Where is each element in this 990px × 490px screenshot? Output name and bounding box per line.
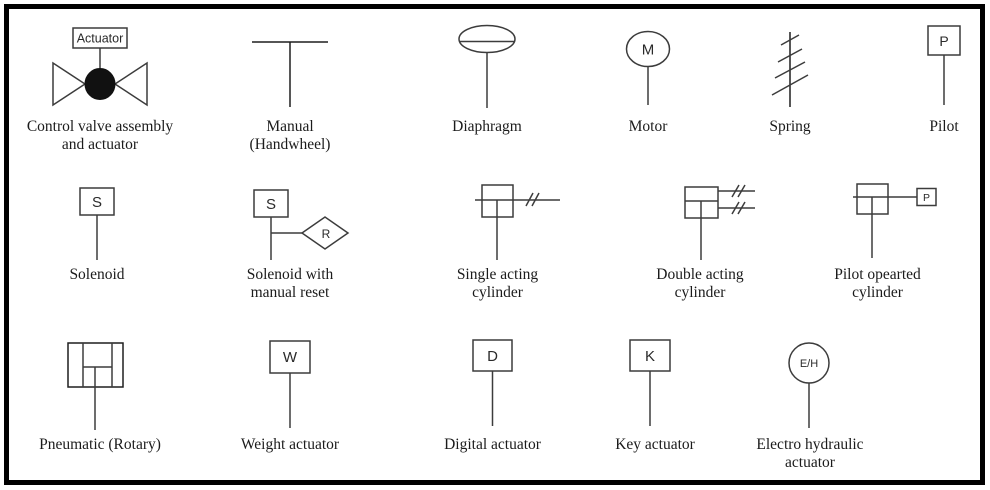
legend-item-weight-actuator: W Weight actuator xyxy=(215,338,365,454)
solenoid-letter: S xyxy=(266,196,276,213)
pilot-box-letter: P xyxy=(923,192,930,204)
legend-item-diaphragm: Diaphragm xyxy=(422,24,552,136)
single-acting-cylinder-symbol-icon xyxy=(475,184,560,260)
legend-item-single-acting-cylinder: Single acting cylinder xyxy=(425,180,570,303)
pilot-symbol-icon: P xyxy=(927,25,961,105)
caption-key-actuator: Key actuator xyxy=(615,436,695,453)
pilot-letter: P xyxy=(939,33,948,49)
legend-item-digital-actuator: D Digital actuator xyxy=(420,338,565,454)
caption-pilot-operated-cylinder: Pilot opearted cylinder xyxy=(834,266,921,302)
legend-item-spring: Spring xyxy=(730,24,850,136)
key-letter: K xyxy=(645,348,655,365)
pneumatic-rotary-symbol-icon xyxy=(67,342,124,430)
solenoid-letter: S xyxy=(92,194,102,211)
legend-item-pneumatic-rotary: Pneumatic (Rotary) xyxy=(20,338,180,454)
manual-handwheel-symbol-icon xyxy=(252,41,328,107)
motor-letter: M xyxy=(642,42,655,59)
weight-letter: W xyxy=(283,349,298,366)
legend-item-double-acting-cylinder: Double acting cylinder xyxy=(630,180,770,303)
caption-manual-handwheel: Manual (Handwheel) xyxy=(249,118,331,154)
legend-item-control-valve: Actuator Control valve assembly and actu… xyxy=(18,24,182,155)
diaphragm-symbol-icon xyxy=(458,24,516,108)
weight-actuator-symbol-icon: W xyxy=(269,340,311,428)
spring-symbol-icon xyxy=(771,32,809,107)
solenoid-manual-reset-symbol-icon: S R xyxy=(253,189,350,260)
caption-weight-actuator: Weight actuator xyxy=(240,436,340,453)
reset-letter: R xyxy=(322,227,331,241)
caption-spring: Spring xyxy=(769,118,811,135)
caption-single-acting-cylinder: Single acting cylinder xyxy=(456,266,539,302)
legend-item-pilot-operated-cylinder: P Pilot opearted cylinder xyxy=(805,180,950,303)
digital-actuator-symbol-icon: D xyxy=(472,339,513,426)
key-actuator-symbol-icon: K xyxy=(629,339,671,426)
caption-motor: Motor xyxy=(628,118,668,135)
caption-diaphragm: Diaphragm xyxy=(452,118,522,135)
digital-letter: D xyxy=(487,348,498,365)
caption-control-valve: Control valve assembly and actuator xyxy=(26,118,174,154)
solenoid-symbol-icon: S xyxy=(79,187,115,260)
double-acting-cylinder-symbol-icon xyxy=(684,184,755,260)
motor-symbol-icon: M xyxy=(625,30,671,105)
caption-double-acting-cylinder: Double acting cylinder xyxy=(656,266,744,302)
legend-item-key-actuator: K Key actuator xyxy=(585,338,725,454)
caption-pilot: Pilot xyxy=(929,118,959,135)
caption-pneumatic-rotary: Pneumatic (Rotary) xyxy=(39,436,161,453)
legend-item-solenoid: S Solenoid xyxy=(37,180,157,284)
pilot-operated-cylinder-symbol-icon: P xyxy=(853,183,937,258)
actuator-box-label: Actuator xyxy=(77,32,124,46)
caption-digital-actuator: Digital actuator xyxy=(444,436,541,453)
legend-item-manual-handwheel: Manual (Handwheel) xyxy=(225,24,355,155)
legend-item-pilot: P Pilot xyxy=(884,24,990,136)
legend-item-motor: M Motor xyxy=(583,24,713,136)
caption-electro-hydraulic-actuator: Electro hydraulic actuator xyxy=(756,436,864,472)
electro-hydraulic-letters: E/H xyxy=(800,358,818,370)
caption-solenoid: Solenoid xyxy=(69,266,125,283)
caption-solenoid-manual-reset: Solenoid with manual reset xyxy=(246,266,334,302)
control-valve-symbol-icon: Actuator xyxy=(52,27,148,107)
legend-item-solenoid-manual-reset: S R Solenoid with manual reset xyxy=(215,180,365,303)
legend-item-electro-hydraulic-actuator: E/H Electro hydraulic actuator xyxy=(735,338,885,473)
electro-hydraulic-symbol-icon: E/H xyxy=(788,342,830,428)
